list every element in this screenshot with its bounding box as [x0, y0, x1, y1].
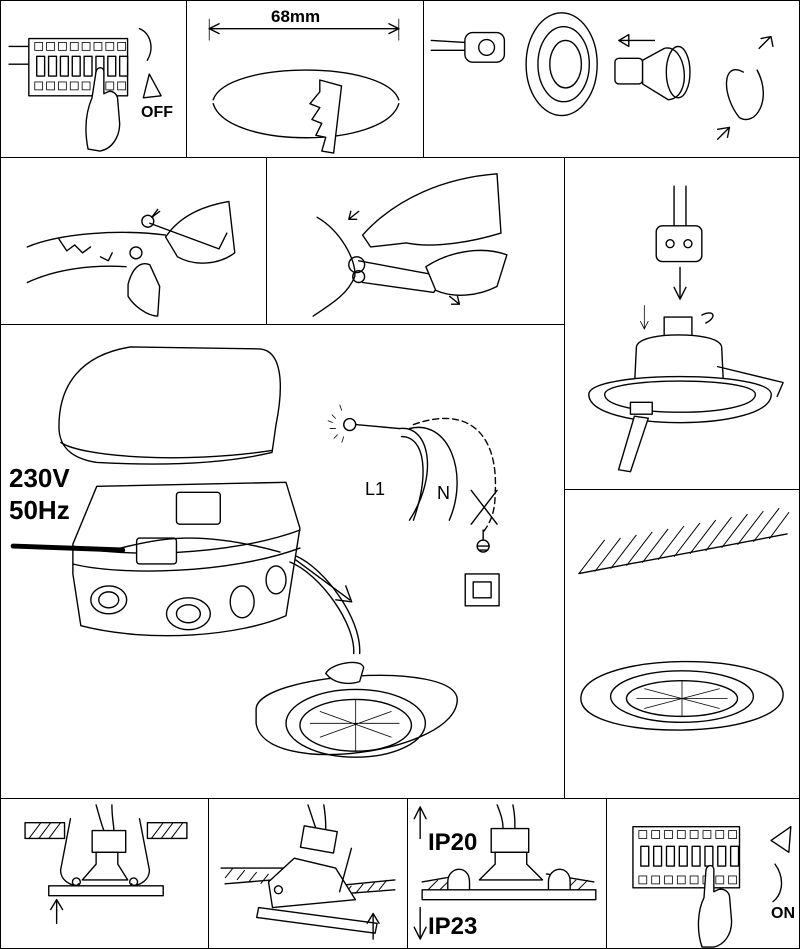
- ceiling-hatch-icon: [578, 507, 790, 575]
- cutout-dimension-label: 68mm: [271, 7, 321, 26]
- panel-mount-2: [208, 798, 408, 949]
- switch-icon: [632, 825, 792, 948]
- junction-box-icon: [72, 481, 301, 637]
- panel-bend-spring: [0, 157, 267, 325]
- downlight-icon: [525, 12, 598, 117]
- retaining-clip-icon: [725, 69, 764, 121]
- ip-top-label: IP20: [428, 829, 478, 856]
- panel-lamp-connect: [564, 157, 800, 490]
- off-label: OFF: [141, 104, 173, 121]
- mains-cable: [10, 543, 126, 553]
- line-wire-label: L1: [365, 479, 386, 499]
- frequency-label: 50Hz: [9, 495, 70, 525]
- panel-lamp-disassembly: [423, 0, 800, 158]
- panel-switch-on: ON: [606, 798, 800, 949]
- panel-insert-spring: [266, 157, 565, 325]
- voltage-label: 230V: [9, 463, 70, 493]
- spring-clip-icon: [26, 200, 236, 317]
- on-label: ON: [771, 905, 795, 922]
- neutral-wire-label: N: [437, 483, 450, 503]
- hand-icon: [85, 66, 121, 152]
- downlight-icon: [255, 674, 458, 756]
- panel-mount-1: [0, 798, 209, 949]
- panel-ip-rating: IP20 IP23: [407, 798, 607, 949]
- hand-icon: [361, 173, 502, 248]
- gu10-lamp-icon: [614, 45, 691, 101]
- ip-bottom-label: IP23: [428, 913, 478, 940]
- panel-cutout: 68mm: [186, 0, 424, 158]
- panel-switch-off: OFF: [0, 0, 187, 158]
- panel-wiring: 230V 50Hz L1 N: [0, 324, 565, 799]
- gu10-lamp-icon: [633, 316, 725, 390]
- lamp-socket-icon: [655, 225, 703, 263]
- downlight-icon: [588, 375, 772, 424]
- switch-icon: [8, 27, 162, 152]
- class-ii-double-insulation-icon: [464, 573, 500, 607]
- lamp-socket-icon: [464, 31, 506, 63]
- saw-icon: [208, 18, 400, 154]
- hand-icon: [697, 864, 733, 948]
- panel-installed: [564, 489, 800, 799]
